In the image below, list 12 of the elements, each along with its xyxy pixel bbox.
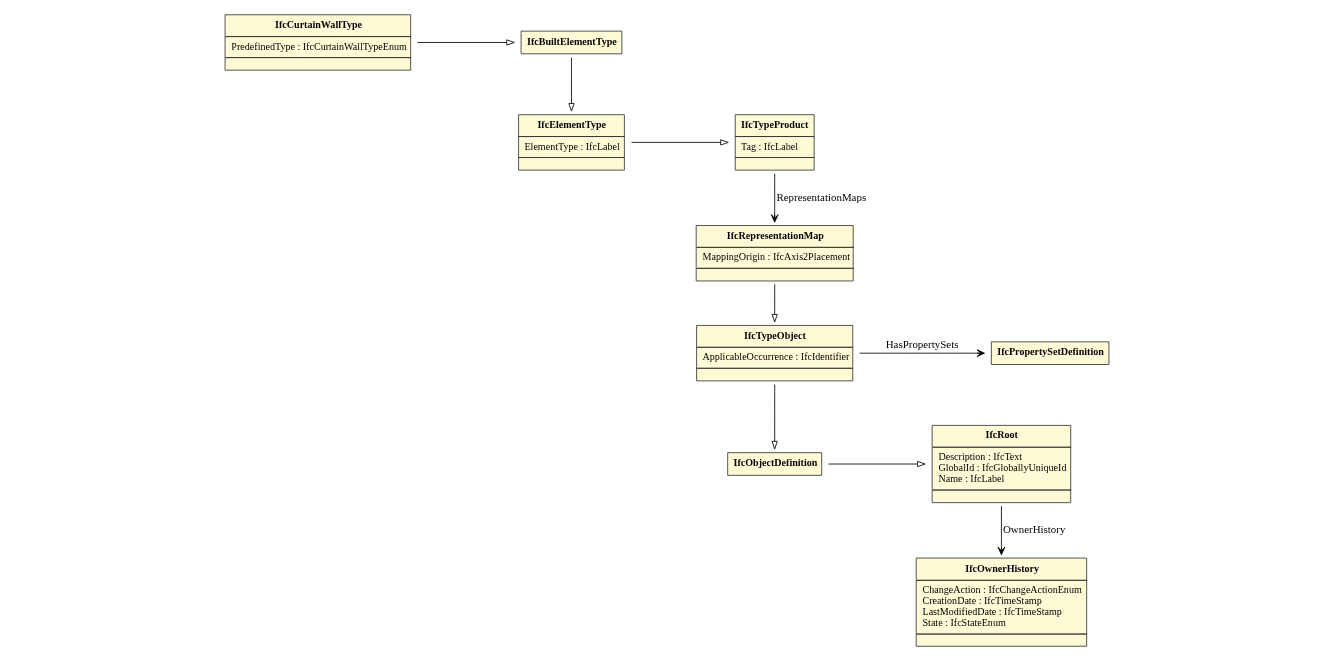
arrow	[771, 283, 778, 323]
arrow	[828, 460, 926, 468]
edge-label: HasPropertySets	[885, 337, 959, 350]
arrow	[417, 39, 515, 46]
arrow	[770, 173, 779, 223]
edge-label: RepresentationMaps	[776, 190, 867, 203]
edge-label: OwnerHistory	[1002, 523, 1066, 536]
arrow	[568, 57, 575, 112]
arrow	[997, 505, 1006, 556]
arrow	[631, 139, 729, 146]
arrow	[859, 349, 985, 357]
arrow	[771, 384, 778, 450]
